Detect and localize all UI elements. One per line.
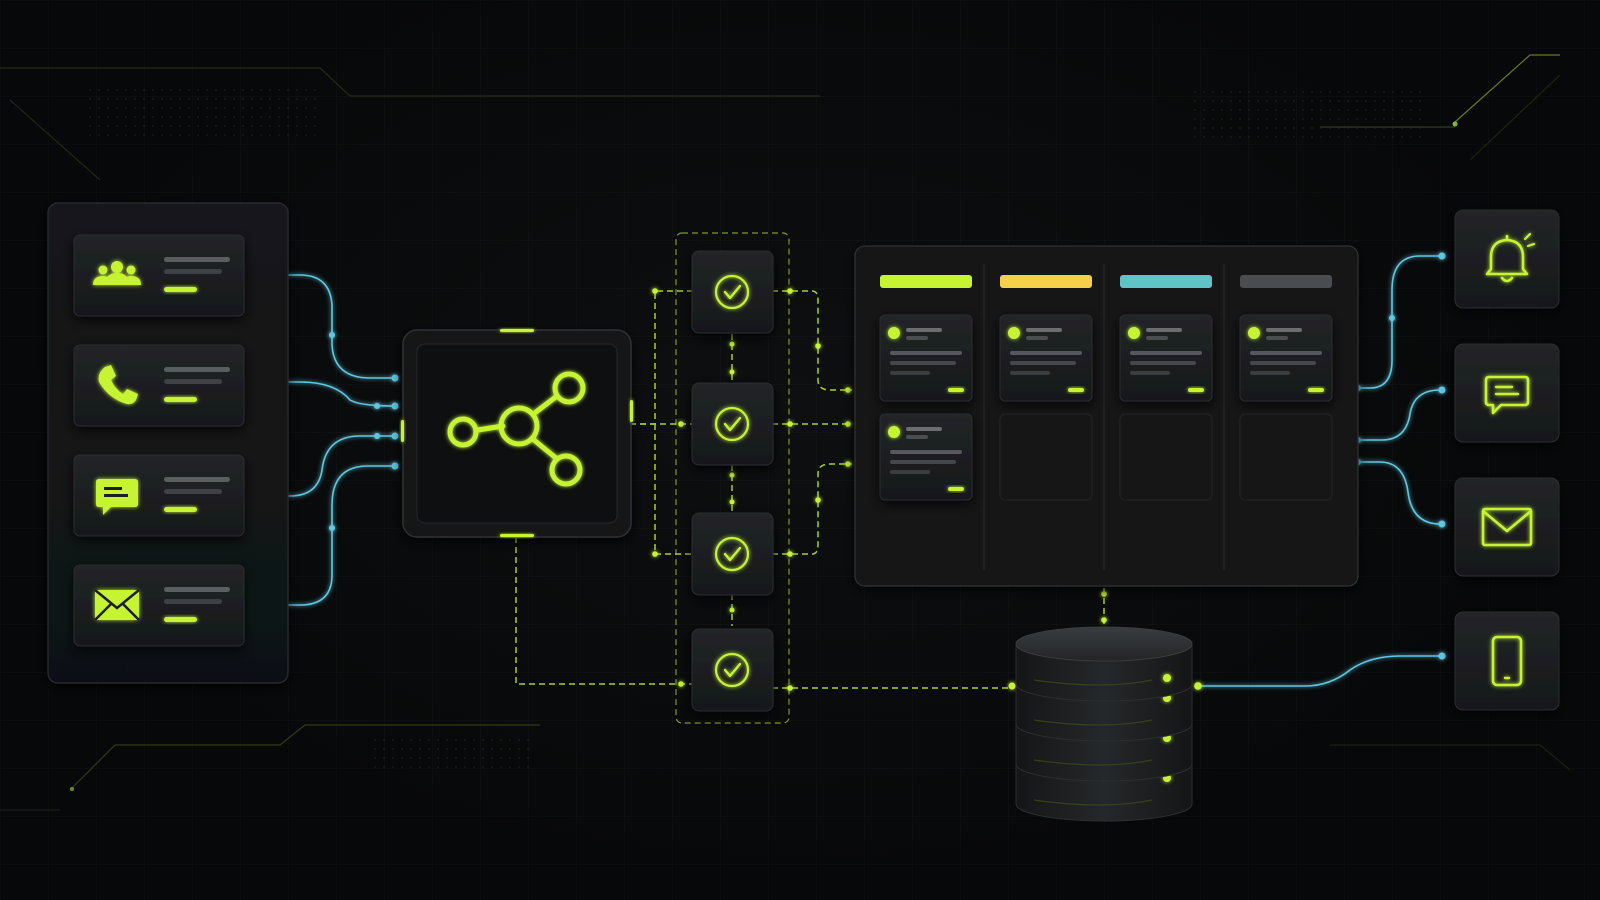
- database-top: [1015, 626, 1193, 662]
- column-header-bar: [1120, 275, 1212, 288]
- board-column: [983, 264, 1093, 570]
- text-placeholder: [164, 367, 230, 372]
- integration-hub[interactable]: [401, 329, 633, 538]
- input-channel-card[interactable]: [73, 344, 245, 427]
- output-channel-card[interactable]: [1454, 611, 1560, 711]
- kanban-board: [854, 245, 1359, 587]
- decorative-traces: [0, 54, 1571, 811]
- status-dot: [1008, 327, 1020, 339]
- status-dot: [1163, 674, 1171, 682]
- text-placeholder: [164, 489, 222, 494]
- text-placeholder: [164, 587, 230, 592]
- bell-icon: [1485, 232, 1536, 283]
- status-dot: [888, 327, 900, 339]
- output-channels: [1454, 209, 1560, 711]
- output-channel-card[interactable]: [1454, 209, 1560, 309]
- board-column: [1103, 264, 1213, 570]
- column-header-bar: [1000, 275, 1092, 288]
- mail-icon: [94, 589, 140, 621]
- output-channel-card[interactable]: [1454, 477, 1560, 577]
- task-card[interactable]: [1119, 314, 1213, 402]
- output-channel-card[interactable]: [1454, 343, 1560, 443]
- mail-icon: [1481, 507, 1533, 547]
- column-header-bar: [880, 275, 972, 288]
- task-card[interactable]: [1239, 314, 1333, 402]
- input-channels-panel: [47, 202, 289, 684]
- status-dot: [888, 426, 900, 438]
- chat-icon: [96, 479, 138, 515]
- check-circle-icon: [714, 406, 750, 442]
- input-channel-card[interactable]: [73, 564, 245, 647]
- board-column: [879, 275, 973, 501]
- decorative-dots: [89, 89, 1421, 768]
- status-dot: [1248, 327, 1260, 339]
- share-network-icon: [447, 371, 586, 487]
- checkpoint-node[interactable]: [691, 382, 774, 466]
- phone-icon: [98, 365, 138, 405]
- status-dot: [1128, 327, 1140, 339]
- check-circle-icon: [714, 536, 750, 572]
- output-connector-dots: [1355, 252, 1446, 660]
- database: [1015, 626, 1193, 822]
- status-bar: [164, 507, 197, 512]
- check-circle-icon: [714, 274, 750, 310]
- input-channel-card[interactable]: [73, 234, 245, 317]
- checkpoint-node[interactable]: [691, 250, 774, 334]
- output-connectors: [1198, 255, 1442, 687]
- status-bar: [164, 287, 197, 292]
- input-channel-card[interactable]: [73, 454, 245, 537]
- db-output-port: [1194, 682, 1202, 690]
- board-column: [1223, 264, 1333, 570]
- task-card[interactable]: [999, 314, 1093, 402]
- task-card[interactable]: [879, 314, 973, 402]
- status-bar: [164, 397, 197, 402]
- text-placeholder: [164, 477, 230, 482]
- checkpoint-column: [691, 250, 774, 712]
- text-placeholder: [164, 379, 222, 384]
- column-header-bar: [1240, 275, 1332, 288]
- flow-connector-dots: [652, 288, 1107, 691]
- check-circle-icon: [714, 652, 750, 688]
- checkpoint-node[interactable]: [691, 628, 774, 712]
- status-bar: [164, 617, 197, 622]
- text-placeholder: [164, 269, 222, 274]
- empty-card-slot: [1239, 413, 1333, 501]
- text-placeholder: [164, 599, 222, 604]
- smartphone-icon: [1491, 635, 1523, 687]
- users-icon: [93, 261, 141, 285]
- chat-icon: [1484, 375, 1530, 415]
- empty-card-slot: [1119, 413, 1213, 501]
- text-placeholder: [164, 257, 230, 262]
- checkpoint-node[interactable]: [691, 512, 774, 596]
- empty-card-slot: [999, 413, 1093, 501]
- task-card[interactable]: [879, 413, 973, 501]
